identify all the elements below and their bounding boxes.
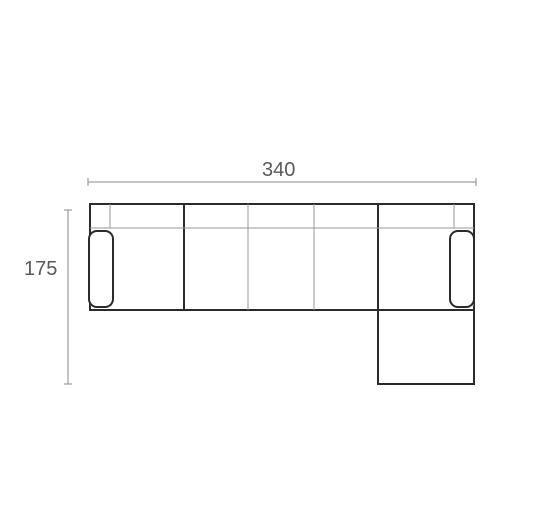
depth-dimension-label: 175 — [24, 258, 58, 280]
right-armrest — [449, 230, 475, 308]
depth-dimension-line — [64, 209, 72, 385]
width-dimension-line — [87, 178, 477, 186]
sofa-cushion-lines — [90, 204, 474, 310]
sofa-outline — [89, 203, 475, 385]
sofa-armrests — [88, 230, 475, 308]
sofa-chaise — [377, 310, 475, 385]
left-armrest — [88, 230, 114, 308]
width-dimension-label: 340 — [262, 159, 296, 181]
sofa-main-body — [89, 203, 475, 311]
sofa-section-dividers — [183, 204, 379, 310]
